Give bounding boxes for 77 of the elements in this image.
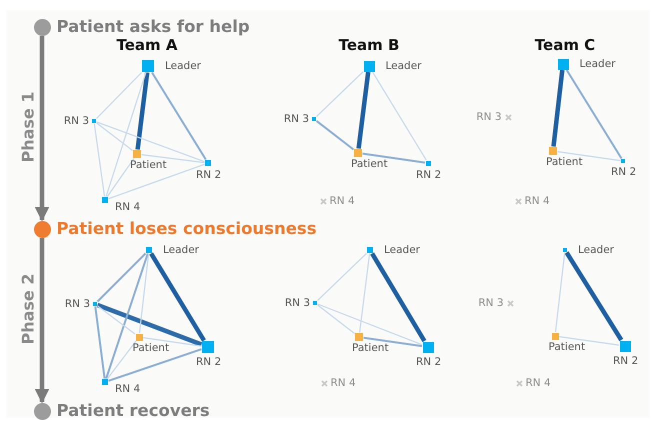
link-line [106, 158, 134, 197]
link-line [107, 340, 136, 379]
node-label: RN 4 [330, 195, 355, 207]
milestone-label: Patient recovers [56, 402, 210, 420]
node-label: Leader [165, 60, 202, 72]
node-label: Patient [546, 156, 583, 168]
link-line [135, 72, 150, 150]
link-line [370, 252, 426, 342]
link-line [317, 304, 355, 334]
node-label: RN 2 [416, 356, 442, 368]
link-line [96, 121, 205, 162]
milestone-label: Patient asks for help [56, 18, 250, 36]
link-line [105, 253, 149, 379]
milestone-label: Patient loses consciousness [56, 220, 317, 238]
link-line [106, 72, 146, 197]
node-label: RN 4 [524, 195, 550, 207]
node-label: Patient [548, 340, 586, 352]
node-label: RN 3 [284, 297, 310, 309]
node-label: RN 2 [611, 166, 636, 178]
link-line [363, 336, 422, 348]
link-line [317, 252, 367, 302]
team-title: Team B [338, 36, 400, 54]
link-line [96, 252, 146, 302]
node-label: RN 4 [330, 377, 356, 389]
link-line [372, 72, 427, 160]
node-label: RN 2 [196, 356, 222, 368]
timeline-arrow [34, 36, 50, 222]
link-line [554, 252, 566, 332]
link-line [97, 305, 136, 334]
node-label: RN 2 [196, 169, 222, 181]
node-label: Leader [384, 244, 420, 256]
link-line [316, 120, 354, 150]
link-line [141, 154, 205, 164]
link-line [356, 72, 370, 149]
link-line [138, 253, 150, 334]
node-label: RN 2 [416, 168, 442, 180]
phase-label: Phase 2 [18, 274, 38, 344]
phase-label: Phase 1 [18, 92, 38, 162]
node-label: Leader [386, 60, 422, 72]
team-title: Team C [534, 36, 596, 54]
node-label: RN 4 [115, 201, 140, 213]
link-line [316, 71, 364, 118]
node-label: Patient [352, 342, 389, 354]
node-label: Patient [132, 342, 170, 354]
node-label: Patient [130, 159, 167, 171]
node-label: RN 3 [284, 113, 309, 125]
node-label: Patient [351, 158, 388, 170]
link-line [317, 303, 422, 346]
timeline-arrow [34, 238, 50, 404]
link-line [551, 70, 565, 147]
link-line [108, 164, 205, 200]
link-line [96, 302, 202, 347]
node-label: RN 4 [115, 383, 140, 395]
link-line [108, 348, 202, 382]
node-label: RN 3 [64, 298, 90, 310]
node-label: Leader [580, 58, 616, 70]
link-line [96, 72, 142, 119]
link-line [96, 122, 133, 151]
link-line [557, 151, 621, 162]
link-line [558, 336, 620, 346]
node-label: RN 2 [613, 354, 638, 366]
node-label: RN 3 [478, 297, 504, 309]
node-label: Leader [163, 244, 200, 256]
link-line [151, 72, 207, 160]
node-label: RN 3 [476, 111, 502, 123]
node-label: Leader [578, 244, 614, 256]
link-line [362, 152, 426, 164]
node-label: RN 4 [526, 377, 551, 389]
link-line [142, 337, 202, 347]
link-line [564, 251, 624, 342]
link-line [359, 253, 370, 333]
link-line [149, 252, 206, 342]
link-line [94, 306, 106, 379]
node-label: RN 3 [64, 115, 89, 127]
team-title: Team A [116, 36, 178, 54]
link-line [94, 123, 106, 197]
link-line [566, 69, 622, 160]
